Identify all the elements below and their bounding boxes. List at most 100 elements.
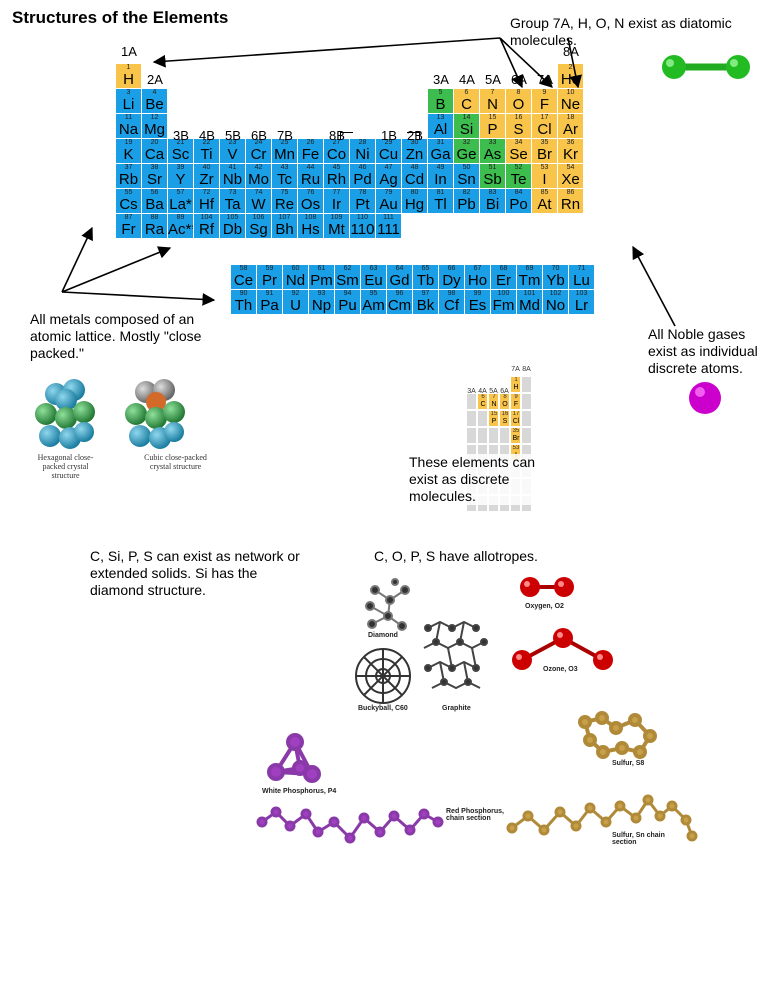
element-symbol: Ho [467,272,488,289]
atomic-number: 51 [488,164,497,171]
atomic-number: 63 [369,265,378,272]
graphite-icon [423,620,488,690]
element-symbol: Ge [456,146,477,163]
atomic-number: 85 [540,189,549,196]
mini-group-label: 3A [467,388,476,395]
atomic-number: 33 [488,139,497,146]
element-symbol: Sr [147,171,162,188]
group-label-2a: 2A [147,72,163,87]
label-graphite: Graphite [442,705,471,712]
group-label-6b: 6B [251,128,267,143]
element-symbol: Pb [457,196,476,213]
label-sulfur-s8: Sulfur, S8 [612,760,645,767]
atomic-number: 73 [228,189,237,196]
arrow-to-o [499,37,553,88]
atomic-number: 42 [254,164,263,171]
element-symbol: Bh [275,221,294,238]
element-symbol: Cs [119,196,138,213]
label-sulfur-chain: Sulfur, Sn chain section [612,832,665,846]
element-symbol: Sc [171,146,190,163]
atomic-number: 47 [384,164,393,171]
caption-hcp: Hexagonal close-packed crystal structure [37,453,94,480]
element-symbol: Np [311,297,332,314]
atomic-number: 35 [540,139,549,146]
atomic-number: 80 [410,189,419,196]
atomic-number: 1 [126,64,131,71]
element-symbol: Sn [457,171,476,188]
element-symbol: F [539,96,550,113]
element-symbol: Li [122,96,135,113]
element-symbol: Pt [355,196,370,213]
label-diamond: Diamond [368,632,398,639]
element-symbol: Ra [144,221,165,238]
atomic-number: 103 [575,290,588,297]
element-symbol: Ni [355,146,370,163]
atomic-number: 108 [304,214,317,221]
atomic-number: 25 [280,139,289,146]
atomic-number: 7 [490,89,495,96]
atomic-number: 20 [150,139,159,146]
atomic-number: 40 [202,164,211,171]
element-symbol: Na [118,121,139,138]
element-symbol: C [461,96,472,113]
atomic-number: 58 [239,265,248,272]
atomic-number: 68 [499,265,508,272]
element-symbol: No [545,297,566,314]
label-red-phosphorus: Red Phosphorus, chain section [446,808,504,822]
atomic-number: 8 [503,394,507,400]
atomic-number: 74 [254,189,263,196]
atomic-number: 94 [343,290,352,297]
element-symbol: Ba [145,196,164,213]
element-symbol: La* [169,196,192,213]
element-symbol: Gd [389,272,410,289]
element-symbol: H [123,71,134,88]
mini-group-label: 7A [511,366,520,373]
element-symbol: Au [379,196,398,213]
atomic-number: 37 [124,164,133,171]
element-symbol: Ar [563,121,578,138]
page-title: Structures of the Elements [12,8,229,27]
mini-empty-cell [466,393,477,410]
element-symbol: W [251,196,266,213]
atomic-number: 35 [512,428,520,434]
atomic-number: 43 [280,164,289,171]
element-symbol: Tb [416,272,435,289]
atomic-number: 82 [462,189,471,196]
element-symbol: O [502,401,508,408]
element-symbol: Kr [563,146,578,163]
atomic-number: 93 [317,290,326,297]
atomic-number: 101 [523,290,536,297]
atomic-number: 9 [542,89,547,96]
sulfur-chain-icon [506,794,698,842]
